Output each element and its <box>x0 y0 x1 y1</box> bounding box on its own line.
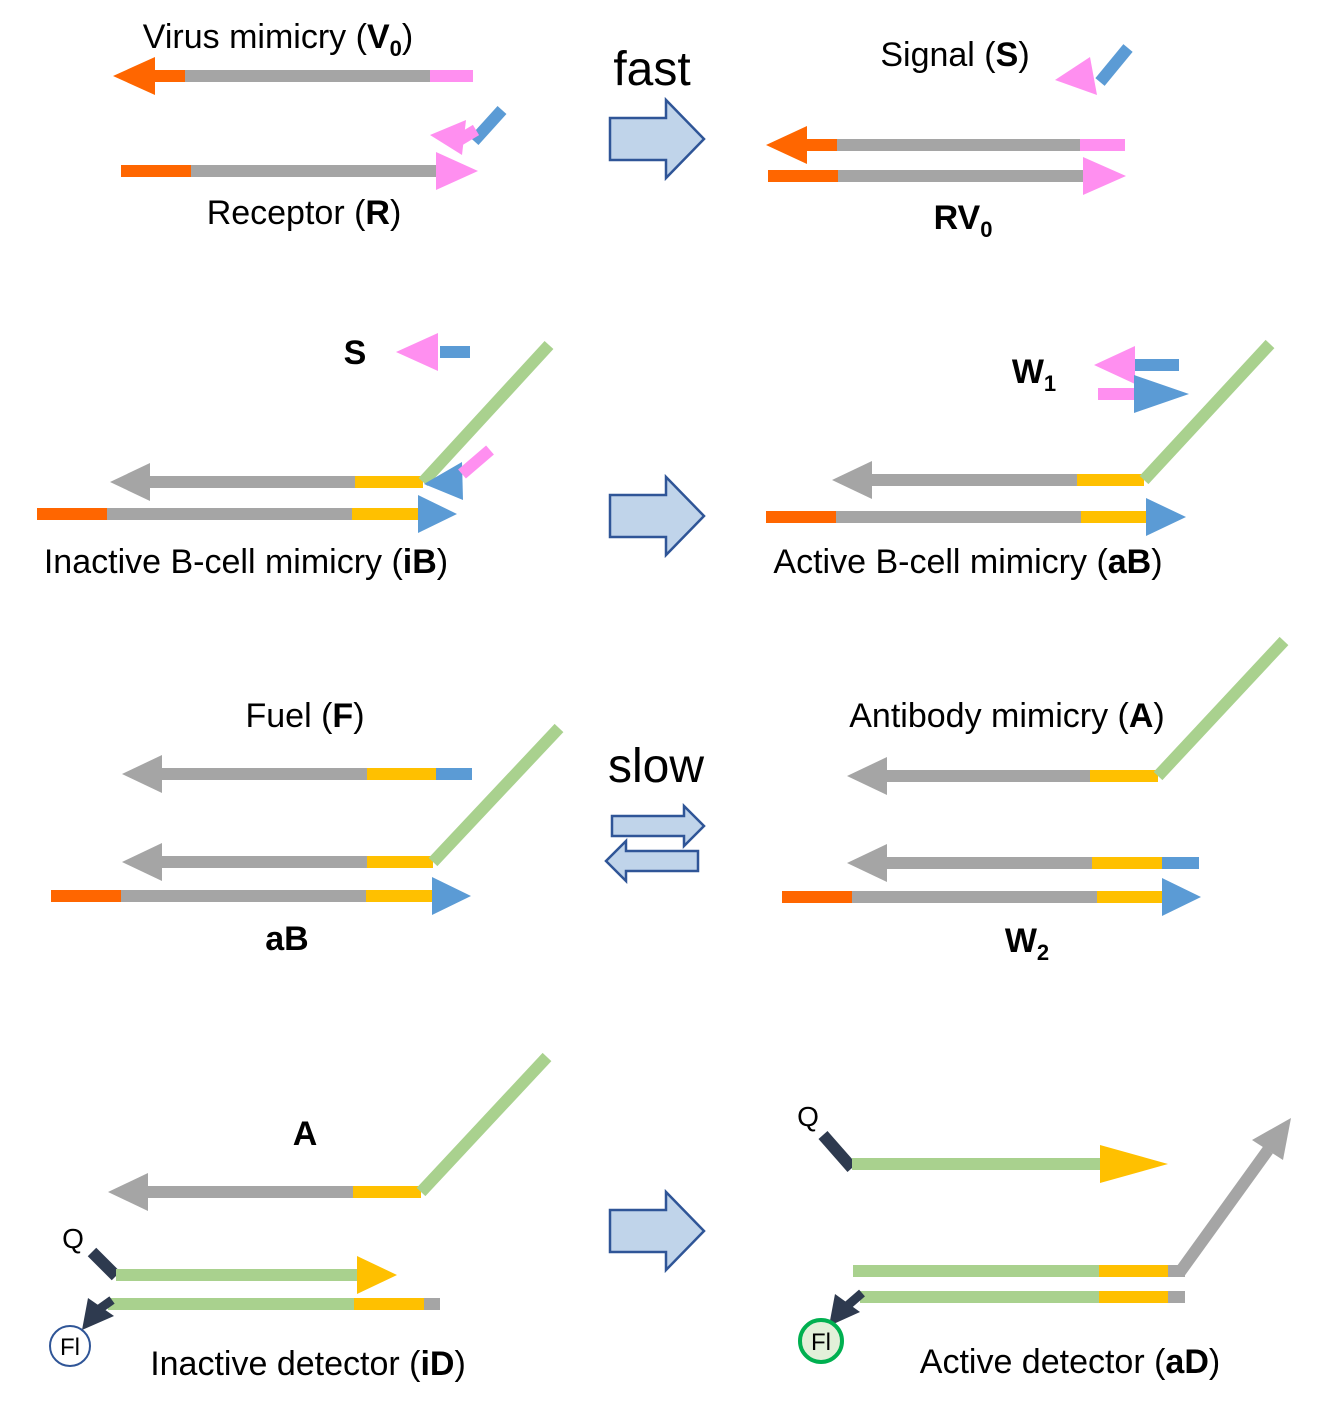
forward-block-arrow <box>608 96 706 182</box>
label-signal: Signal (S) <box>880 36 1029 74</box>
reaction-arrow-panel4 <box>608 1188 706 1274</box>
arrowhead-ib-blue <box>418 495 457 533</box>
arrowhead-fuel-gray <box>122 755 162 793</box>
arrowhead-w2-blue <box>1162 878 1201 916</box>
label-inactive-b-cell: Inactive B-cell mimicry (iB) <box>44 543 448 581</box>
rate-label-slow: slow <box>608 740 704 793</box>
fluorophore-active-ring <box>798 1318 844 1364</box>
forward-half-arrow <box>610 802 706 850</box>
arrowhead-w2-top-gray <box>847 844 887 882</box>
arrowhead-ab3-top-gray <box>122 843 162 881</box>
label-receptor: Receptor (R) <box>207 194 402 232</box>
strand-ad-arm-gray <box>1175 1146 1273 1276</box>
label-a: A <box>293 1115 318 1153</box>
arrowhead-ab-blue <box>1146 498 1186 536</box>
arrowhead-v0-orange <box>113 57 155 95</box>
fluorophore-label-inactive: Fl <box>60 1334 80 1361</box>
reverse-half-arrow <box>604 837 700 885</box>
label-ab: aB <box>265 920 308 958</box>
arrowhead-ab-top-gray <box>832 461 872 499</box>
strand-signal-blue <box>469 105 507 146</box>
arrowhead-w1-top-pink <box>1094 346 1135 384</box>
label-inactive-detector: Inactive detector (iD) <box>150 1345 466 1383</box>
strand-ab-green <box>1139 339 1275 485</box>
forward-block-arrow <box>608 1188 706 1274</box>
fluorophore-arrowhead-active <box>829 1294 860 1326</box>
strand-ib-signal-pink <box>458 445 494 479</box>
arrowhead-w1-bottom-blue <box>1134 375 1189 413</box>
strand-ib-green <box>418 340 554 487</box>
forward-block-arrow <box>608 473 706 559</box>
label-virus-mimicry: Virus mimicry (V0) <box>143 18 413 61</box>
reaction-arrow-panel2 <box>608 473 706 559</box>
label-s: S <box>344 334 367 372</box>
fluorophore-label-active: Fl <box>811 1329 831 1356</box>
fluorophore-inactive-ring <box>49 1325 91 1367</box>
strand-free-signal-blue <box>1095 44 1133 86</box>
arrowhead-ib-top-gray <box>110 463 150 501</box>
rate-label-fast: fast <box>613 43 690 96</box>
fluorophore-arrowhead-inactive <box>82 1298 114 1330</box>
arrowhead-signal-pink <box>430 120 466 155</box>
reaction-arrow-fast <box>608 96 706 182</box>
strand-a4-green <box>416 1052 552 1197</box>
arrowhead-free-signal-pink <box>1055 57 1097 95</box>
arrowhead-ib-signal-blue <box>424 462 463 500</box>
arrowhead-s-pink <box>396 333 438 371</box>
arrowhead-rv0-pink <box>1083 157 1126 195</box>
label-active-detector: Active detector (aD) <box>920 1343 1220 1381</box>
label-fuel: Fuel (F) <box>245 697 364 735</box>
arrowhead-ad-gray <box>1252 1118 1291 1160</box>
strand-antibody-green <box>1153 636 1289 781</box>
strand-ab3-green <box>428 723 564 867</box>
reaction-arrow-slow <box>604 802 706 885</box>
quencher-label-inactive: Q <box>62 1223 84 1254</box>
label-active-b-cell: Active B-cell mimicry (aB) <box>773 543 1162 581</box>
arrowhead-ad-yellow <box>1100 1145 1168 1183</box>
quencher-linker-inactive <box>87 1247 121 1281</box>
arrowhead-antibody-gray <box>847 757 887 795</box>
arrowhead-a4-gray <box>108 1173 148 1211</box>
arrowhead-id-yellow <box>357 1256 397 1294</box>
dna-strands <box>37 44 1291 1330</box>
arrowhead-rv0-orange <box>766 126 807 164</box>
strand-signal-pink <box>452 124 480 148</box>
quencher-linker-active <box>818 1131 857 1172</box>
quencher-label-active: Q <box>797 1101 819 1132</box>
arrowhead-ab3-blue <box>432 877 471 915</box>
fluorophore-linker-active <box>844 1289 865 1310</box>
label-antibody-mimicry: Antibody mimicry (A) <box>849 697 1165 735</box>
label-rv0: RV0 <box>934 199 993 242</box>
label-w2: W2 <box>1005 922 1049 965</box>
label-w1: W1 <box>1012 353 1056 396</box>
arrowhead-r-pink <box>436 152 478 190</box>
